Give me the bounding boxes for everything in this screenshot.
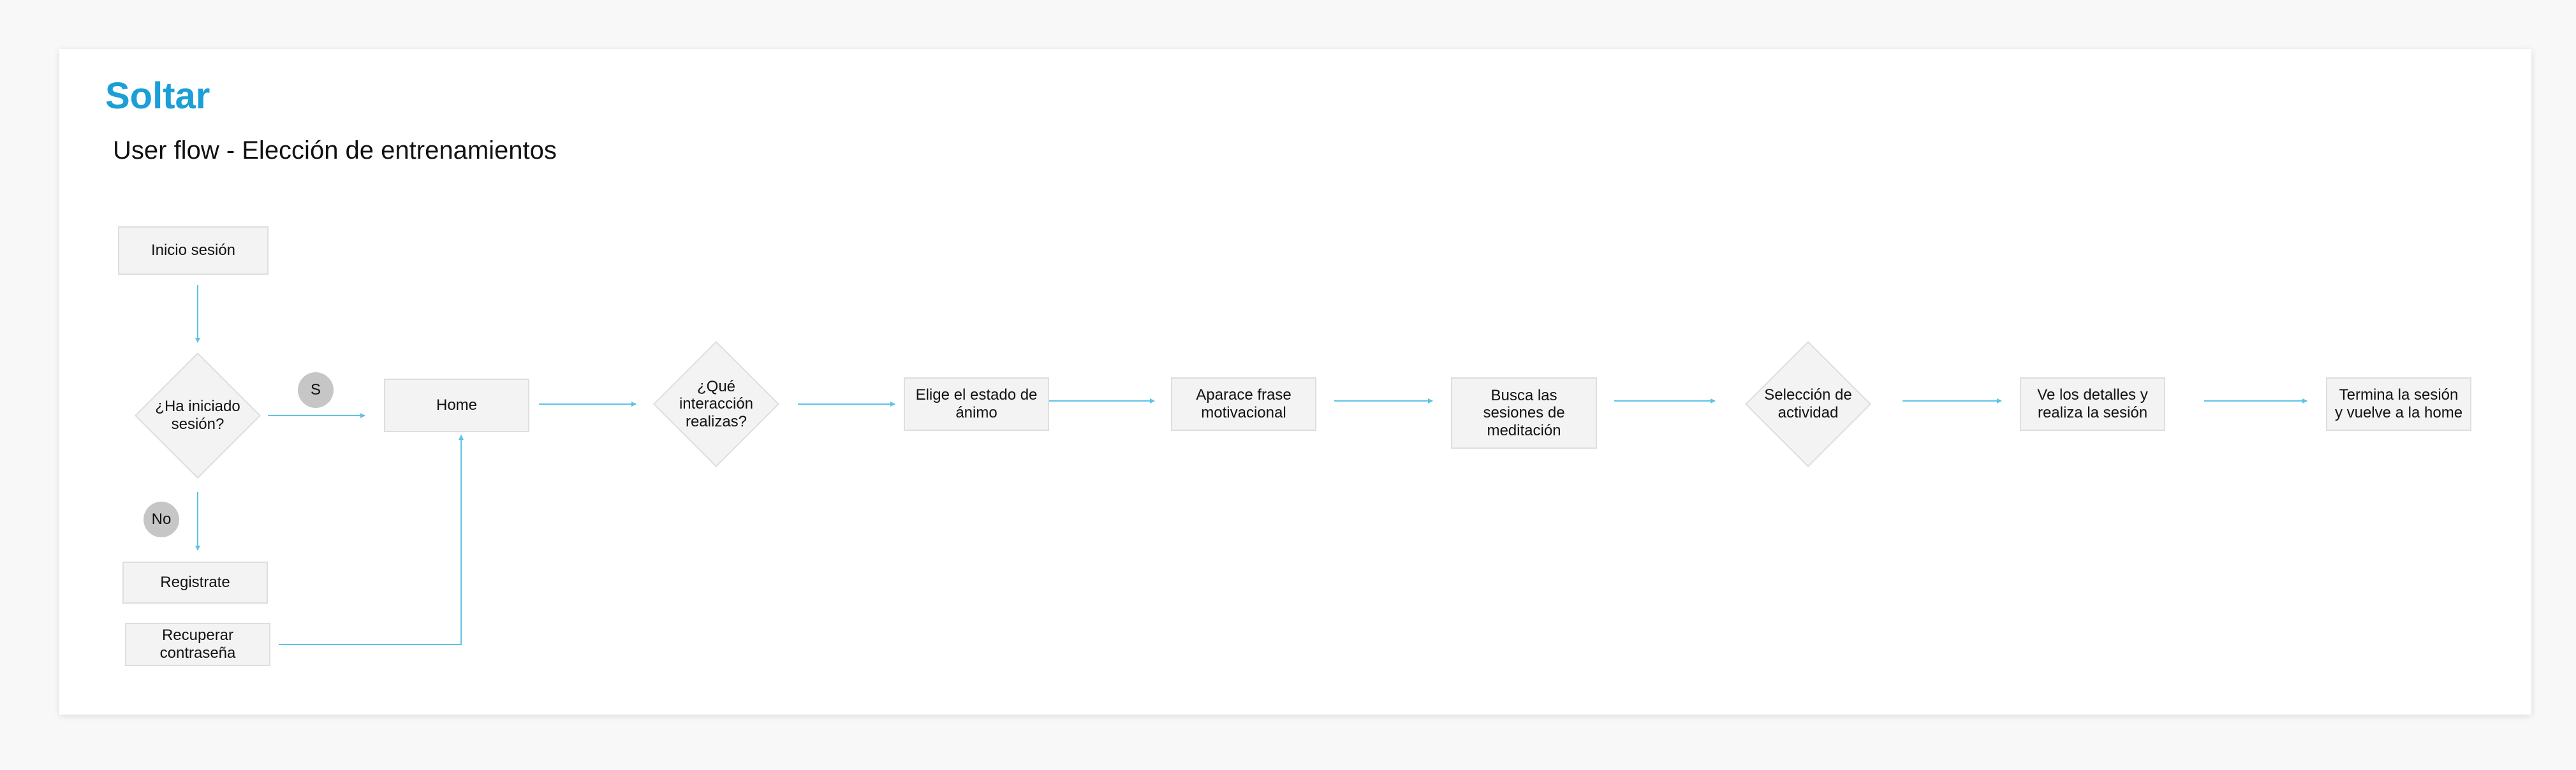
node-inicio-sesion: Inicio sesión <box>118 226 269 275</box>
decision-seleccion-line2: actividad <box>1777 404 1839 421</box>
node-recuperar-line2: contraseña <box>159 644 236 662</box>
node-termina-line1: Termina la sesión <box>2339 386 2459 404</box>
connector-layer <box>195 285 2307 645</box>
arrow-recuperar-to-home <box>279 435 464 645</box>
node-elige-estado-animo: Elige el estado de ánimo <box>904 377 1049 431</box>
node-home-label: Home <box>436 396 478 414</box>
node-busca-line2: sesiones de <box>1483 404 1565 422</box>
node-registrate-label: Registrate <box>160 574 230 592</box>
node-ve-line2: realiza la sesión <box>2037 404 2148 421</box>
decision-que-interaccion-line3: realizas? <box>685 412 747 430</box>
decision-seleccion-line1: Selección de <box>1764 386 1852 404</box>
node-registrate: Registrate <box>122 562 268 604</box>
node-busca-sesiones: Busca las sesiones de meditación <box>1451 377 1597 449</box>
page-subtitle: User flow - Elección de entrenamientos <box>113 136 557 164</box>
node-elige-line1: Elige el estado de <box>915 386 1038 404</box>
node-aparece-line2: motivacional <box>1201 404 1286 421</box>
brand-title: Soltar <box>105 75 210 117</box>
node-inicio-sesion-label: Inicio sesión <box>151 242 236 259</box>
node-ve-line1: Ve los detalles y <box>2037 386 2148 404</box>
node-recuperar-contrasena: Recuperar contraseña <box>125 623 270 666</box>
badge-yes: S <box>298 372 334 408</box>
node-home: Home <box>384 379 529 432</box>
badge-no: No <box>144 502 179 537</box>
node-ve-detalles: Ve los detalles y realiza la sesión <box>2020 377 2165 431</box>
decision-seleccion-actividad: Selección de actividad <box>1744 340 1872 468</box>
node-termina-line2: y vuelve a la home <box>2334 404 2463 421</box>
decision-que-interaccion-line1: ¿Qué <box>696 377 736 395</box>
node-busca-line3: meditación <box>1487 421 1561 439</box>
node-busca-line1: Busca las <box>1490 386 1557 404</box>
diagram-canvas: Soltar User flow - Elección de entrenami… <box>59 49 2531 715</box>
node-termina-sesion: Termina la sesión y vuelve a la home <box>2326 377 2471 431</box>
node-recuperar-line1: Recuperar <box>161 627 234 644</box>
decision-ha-iniciado-sesion: ¿Ha iniciado sesión? <box>134 352 261 479</box>
node-aparece-frase: Aparace frase motivacional <box>1171 377 1316 431</box>
decision-que-interaccion-line2: interacción <box>679 395 754 413</box>
decision-que-interaccion: ¿Qué interacción realizas? <box>652 340 780 468</box>
node-elige-line2: ánimo <box>955 404 997 421</box>
decision-ha-iniciado-line1: ¿Ha iniciado <box>155 398 240 416</box>
decision-ha-iniciado-line2: sesión? <box>171 416 224 433</box>
node-aparece-line1: Aparace frase <box>1196 386 1292 404</box>
